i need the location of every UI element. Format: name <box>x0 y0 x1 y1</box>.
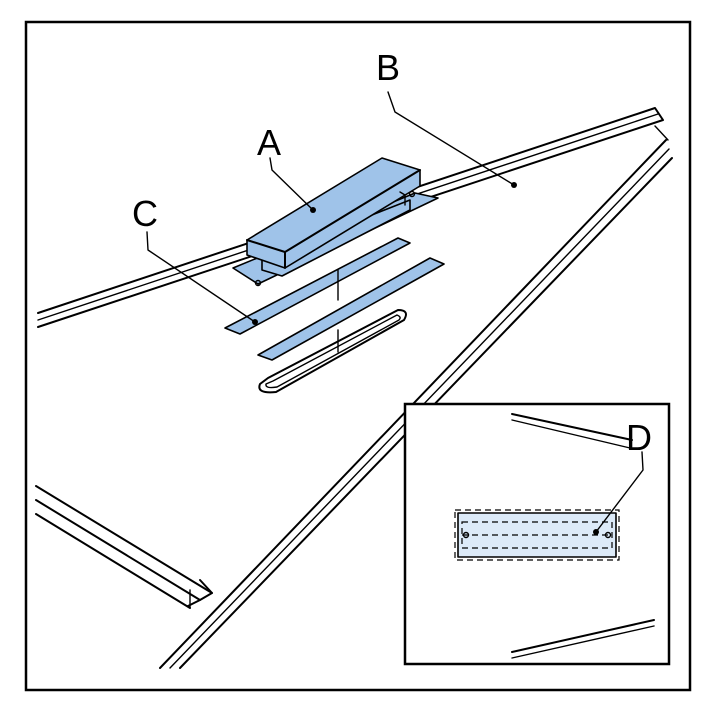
leader-dot-c <box>252 319 258 325</box>
leader-lines <box>146 91 517 325</box>
label-d: D <box>626 417 652 458</box>
slot-outline <box>258 309 407 394</box>
label-b: B <box>376 47 400 88</box>
adhesive-strips <box>224 237 445 361</box>
leader-dot-b <box>511 182 517 188</box>
label-c: C <box>132 193 158 234</box>
leader-dot-a <box>310 207 316 213</box>
inset-detail: D <box>403 402 671 666</box>
outer-frame <box>24 20 692 692</box>
label-a: A <box>257 122 281 163</box>
leader-dot-d <box>593 529 599 535</box>
bottom-left-rail <box>35 485 213 609</box>
magnet-assembly <box>232 157 439 287</box>
